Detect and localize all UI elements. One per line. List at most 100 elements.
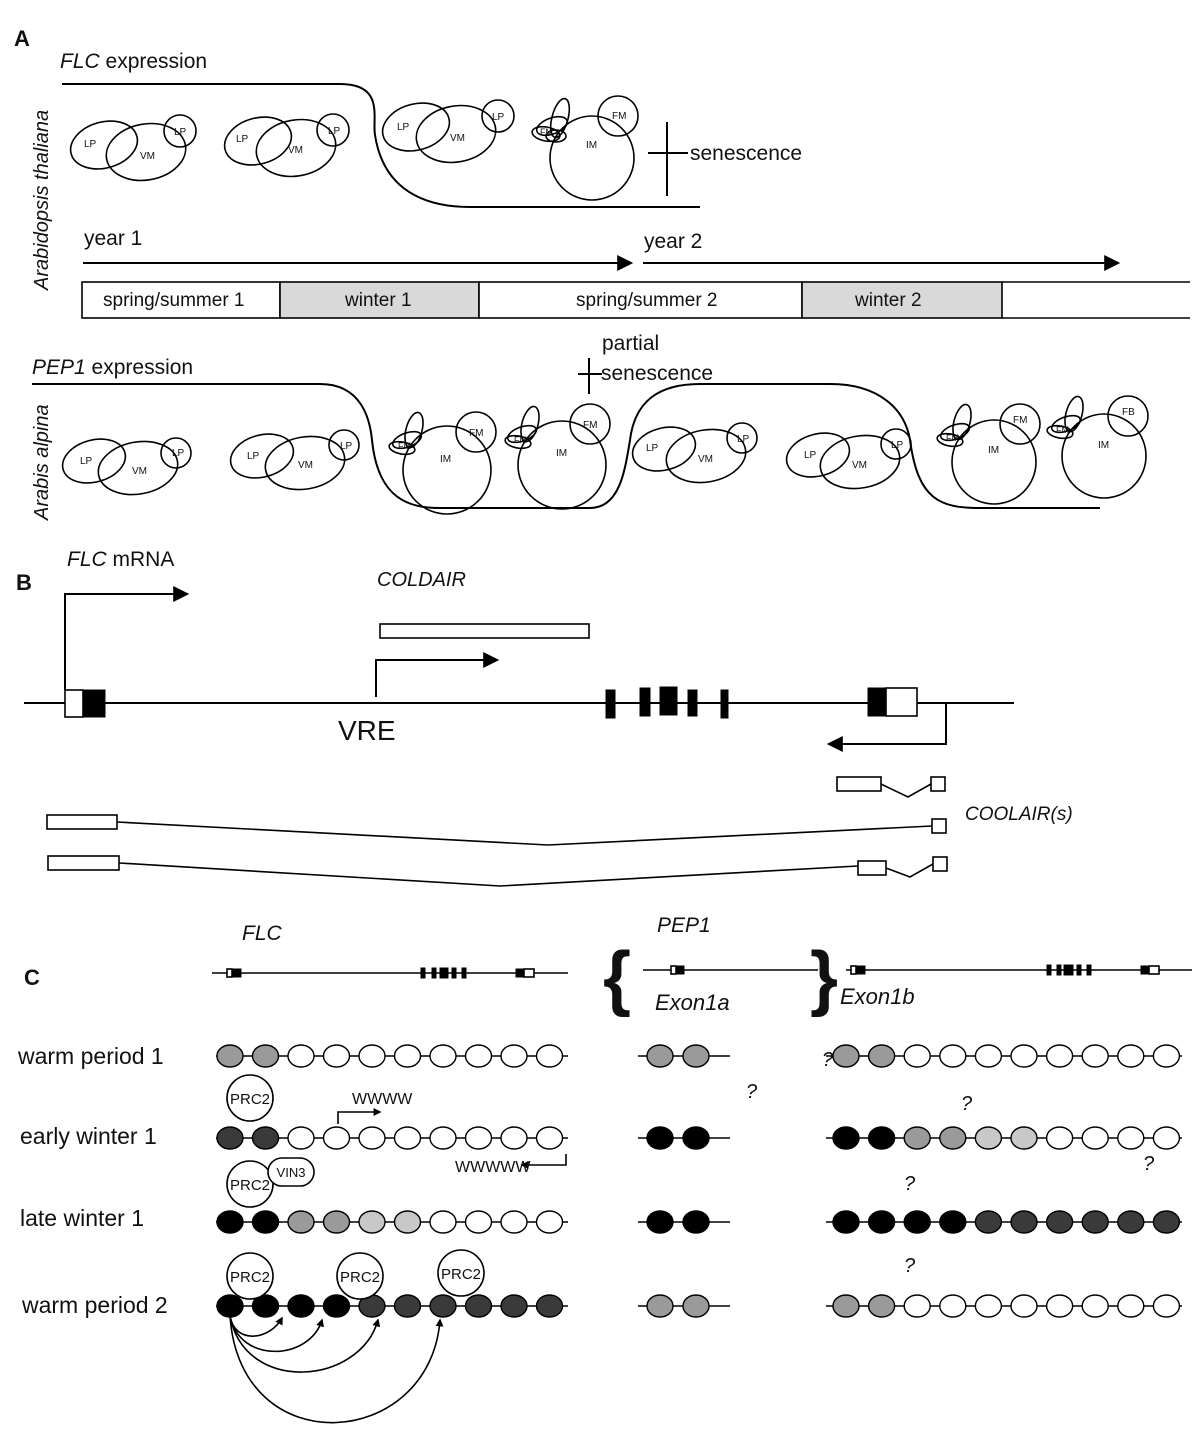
pep1-exon1b-nucleosome [1045,1294,1074,1318]
pep1-exon1a-nucleosome [682,1210,710,1234]
season-winter-1: winter 1 [344,290,412,311]
flc-nucleosome [535,1210,564,1234]
year2-label: year 2 [644,230,702,253]
pep1-exon1a-nucleosome [646,1126,674,1150]
arabis-inflorescence-1: FM FM IM [388,411,497,515]
flc-mrna-label: FLC mRNA [67,548,174,571]
question-mark-2: ? [822,1049,834,1071]
svg-text:VM: VM [852,460,867,471]
flc-nucleosome [393,1210,422,1234]
svg-text:FM: FM [612,111,626,122]
pep1-exon1b-nucleosome [1081,1210,1109,1234]
pep1-exon1b-nucleosome [1152,1210,1181,1234]
flc-nucleosome [464,1126,493,1150]
pep1-exon1b-nucleosome [832,1294,860,1318]
pep1-exon1b-nucleosome [1010,1294,1038,1318]
season-bar [81,281,1190,319]
flc-mrna-tss-arrow [64,586,190,690]
pep1-exon1b-nucleosome [974,1210,1003,1234]
flc-nucleosome [251,1294,280,1318]
pep1-exon1b-nucleosome [832,1126,860,1150]
pep1-exon1b-nucleosome [867,1210,896,1234]
arabis-meristem-4: LP VM LP [785,428,912,490]
flc-nucleosome [216,1126,244,1150]
svg-text:FM: FM [469,428,483,439]
pep1-exon1b-nucleosome [903,1044,931,1068]
svg-text:VIN3: VIN3 [277,1165,306,1180]
pep1-exon1b-nucleosome [903,1294,931,1318]
svg-text:LP: LP [247,451,260,462]
svg-text:FM: FM [1013,415,1027,426]
svg-text:IM: IM [440,454,451,465]
question-mark-6: ? [904,1255,916,1277]
flc-nucleosome [287,1294,315,1318]
flc-nucleosome [216,1294,244,1318]
flc-gene-model-small [212,967,568,979]
coolair-label: COOLAIR(s) [965,804,1073,825]
panel-c-label: C [24,965,40,990]
prc2-spreading-arrows [229,1315,444,1424]
season-spring-summer-1: spring/summer 1 [103,290,245,311]
flc-nucleosome [535,1126,564,1150]
svg-text:LP: LP [340,441,353,452]
pep1-exon1b-nucleosome [939,1294,967,1318]
antisense-transcript-arrow [520,1154,567,1169]
row-label-early-winter-1: early winter 1 [20,1123,157,1149]
prc2-complex-early-winter: PRC2 [226,1074,274,1122]
flc-nucleosome [358,1126,386,1150]
pep1-exon1b-nucleosome [1081,1294,1109,1318]
prc2-complex-late-winter: PRC2 [226,1160,274,1208]
panel-b-label: B [16,570,32,595]
flc-nucleosome [464,1044,493,1068]
vre-label: VRE [338,715,396,746]
flc-nucleosome [251,1126,280,1150]
svg-text:VM: VM [140,151,155,162]
pep1-exon1b-nucleosome [867,1044,896,1068]
arabidopsis-meristem-2: LP VM LP [223,113,350,178]
partial-senescence-label: senescence [601,362,713,385]
flc-nucleosome [500,1126,528,1150]
antisense-transcript-wave: WWWWW [455,1159,531,1176]
arabis-meristem-3: LP VM LP [631,422,758,484]
flc-nucleosome [216,1210,244,1234]
coldair-transcript [379,623,590,639]
svg-text:FM: FM [1056,425,1069,435]
svg-text:FM: FM [540,127,553,137]
coolair-transcript-1 [836,776,946,798]
arabidopsis-species-label: Arabidopsis thaliana [31,110,53,291]
sense-transcript-arrow [337,1108,382,1124]
flc-nucleosome [500,1044,528,1068]
arabis-inflorescence-3: FM FM IM [936,403,1041,505]
exon1b-label: Exon1b [840,984,915,1009]
flc-nucleosome [251,1044,280,1068]
vin3-protein: VIN3 [267,1157,315,1187]
pep1-left-brace: { [603,938,631,1018]
svg-text:FB: FB [1122,407,1135,418]
sense-transcript-wave: WWWW [352,1091,413,1108]
exon1a-label: Exon1a [655,990,730,1015]
pep1-exon1b-nucleosome [1117,1210,1145,1234]
row-label-late-winter-1: late winter 1 [20,1205,144,1231]
svg-text:IM: IM [1098,440,1109,451]
flc-gene-label-c: FLC [242,922,283,945]
svg-text:PRC2: PRC2 [230,1269,270,1286]
flc-nucleosome [358,1044,386,1068]
svg-text:LP: LP [328,126,341,137]
coldair-label: COLDAIR [377,569,466,591]
pep1-exon1b-nucleosome [832,1210,860,1234]
svg-text:PRC2: PRC2 [230,1091,270,1108]
flc-nucleosome [322,1294,351,1318]
pep1-exon1b-nucleosome [1010,1126,1038,1150]
svg-text:FM: FM [398,441,411,451]
nucleosome-layer [216,1044,1182,1318]
question-mark-1: ? [746,1081,758,1103]
flc-nucleosome [287,1210,315,1234]
pep1-exon1b-nucleosome [1117,1044,1145,1068]
svg-text:IM: IM [586,140,597,151]
prc2-complex-warm-2-a: PRC2 [226,1252,274,1300]
pep1-exon1b-nucleosome [1117,1294,1145,1318]
pep1-exon1a-nucleosome [682,1126,710,1150]
svg-text:LP: LP [737,434,750,445]
svg-text:IM: IM [556,448,567,459]
